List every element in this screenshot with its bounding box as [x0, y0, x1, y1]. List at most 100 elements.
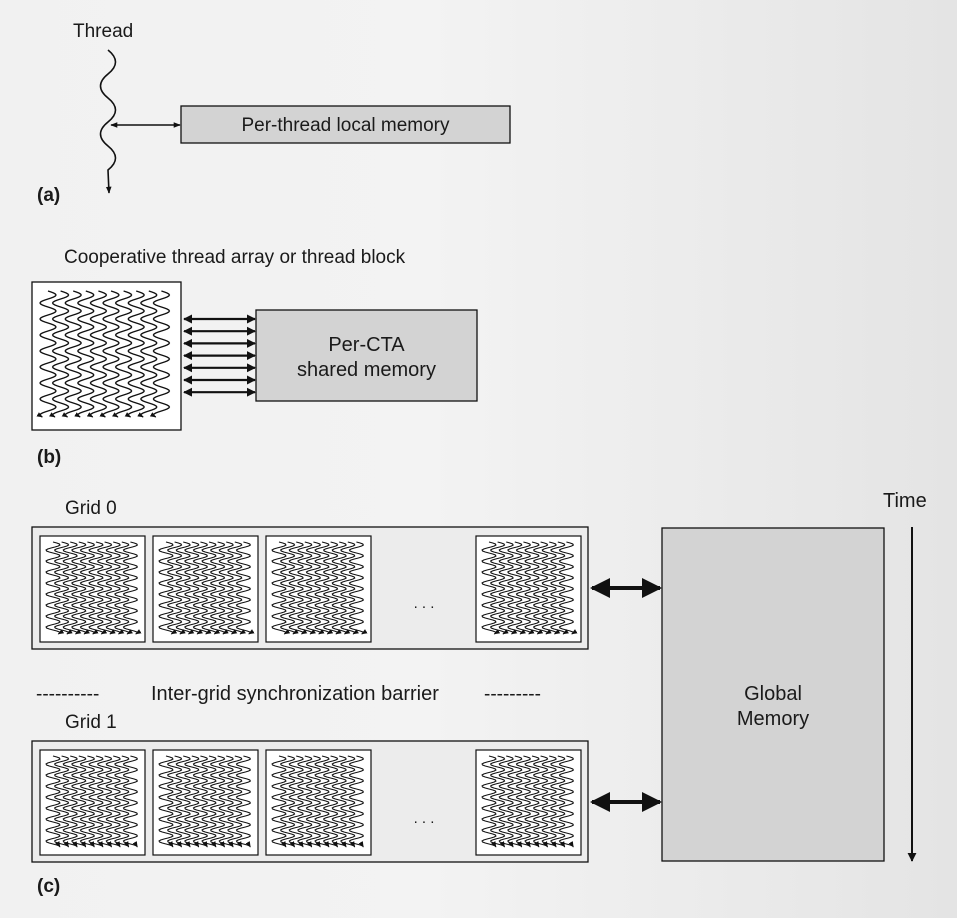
thread-squiggle	[201, 541, 221, 635]
panel-b-label: (b)	[37, 447, 61, 468]
thread-squiggle	[218, 755, 234, 848]
thread-squiggle	[175, 755, 191, 848]
thread-squiggle	[166, 755, 183, 848]
thread-squiggle	[227, 541, 246, 635]
thread-squiggle	[515, 541, 535, 635]
thread-squiggle	[137, 290, 158, 418]
thread-block-box	[475, 535, 582, 643]
thread-squiggle	[297, 541, 316, 635]
thread-squiggle	[49, 290, 70, 418]
thread-squiggle	[79, 541, 99, 635]
thread-squiggle	[489, 541, 509, 635]
thread-squiggle	[105, 541, 125, 635]
thread-squiggle	[507, 541, 526, 635]
global-memory-box	[661, 527, 885, 862]
grid-1-label: Grid 1	[65, 712, 117, 733]
time-label: Time	[883, 490, 927, 512]
thread-squiggle	[305, 541, 325, 635]
thread-block	[152, 535, 259, 643]
thread-squiggle	[331, 541, 351, 635]
panel-c-label: (c)	[37, 876, 60, 897]
thread-squiggle	[86, 290, 108, 418]
thread-squiggle	[99, 49, 117, 194]
grid-1-ellipsis: . . .	[414, 810, 435, 827]
thread-squiggle	[71, 755, 87, 848]
thread-squiggle	[532, 755, 549, 848]
thread-block	[39, 535, 146, 643]
thread-squiggle	[541, 541, 561, 635]
thread-squiggle	[53, 541, 73, 635]
thread-squiggle	[209, 755, 226, 848]
thread-block-threads	[36, 290, 171, 418]
panel-a-label: (a)	[37, 185, 60, 206]
thread-squiggle	[481, 541, 501, 635]
thread-squiggle	[340, 541, 359, 635]
thread-block	[265, 535, 372, 643]
thread-squiggle	[96, 755, 113, 848]
thread-block	[475, 535, 582, 643]
thread-squiggle	[297, 755, 313, 848]
thread-squiggle	[481, 755, 497, 848]
thread-squiggle	[124, 290, 145, 418]
thread-squiggle	[541, 755, 557, 848]
global-memory-line1: Global	[744, 683, 802, 705]
per-thread-local-memory-label: Per-thread local memory	[241, 115, 450, 136]
thread-squiggle	[322, 541, 342, 635]
thread-block-box	[152, 535, 259, 643]
thread-squiggle	[271, 755, 287, 848]
thread-squiggle	[288, 755, 304, 848]
thread-squiggle	[532, 541, 552, 635]
thread-squiggle	[79, 755, 96, 848]
thread-squiggle	[279, 755, 296, 848]
thread-squiggle	[71, 541, 90, 635]
thread-squiggle	[550, 541, 569, 635]
thread-squiggle	[515, 755, 532, 848]
thread-squiggle	[112, 290, 133, 418]
thread-squiggle	[558, 541, 578, 635]
thread-squiggle	[184, 755, 200, 848]
thread-squiggle	[192, 755, 209, 848]
thread-block-box	[265, 535, 372, 643]
thread-squiggle	[149, 290, 171, 418]
thread-block	[39, 749, 146, 856]
global-memory-line2: Memory	[737, 708, 809, 730]
thread-squiggle	[550, 755, 566, 848]
grid-0-ellipsis: . . .	[414, 595, 435, 612]
per-cta-shared-memory-box	[255, 309, 478, 402]
thread-squiggle	[105, 755, 121, 848]
cta-shared-memory-arrows	[183, 314, 256, 397]
thread-squiggle	[498, 541, 518, 635]
thread-squiggle	[192, 541, 212, 635]
thread-squiggle	[498, 755, 514, 848]
per-cta-label-line2: shared memory	[297, 359, 436, 381]
panel-b: Cooperative thread array or thread block…	[31, 247, 478, 468]
thread-squiggle	[62, 755, 78, 848]
thread-squiggle	[524, 755, 540, 848]
thread-squiggle	[45, 541, 65, 635]
thread-squiggle	[235, 541, 255, 635]
thread-squiggle	[524, 541, 544, 635]
thread-squiggle	[74, 290, 95, 418]
thread-squiggle	[279, 541, 299, 635]
thread-squiggle	[88, 755, 104, 848]
thread-squiggle	[99, 290, 120, 418]
thread-squiggle	[158, 755, 174, 848]
thread-squiggle	[158, 541, 178, 635]
grid-0-blocks	[39, 535, 582, 643]
thread-squiggle	[348, 755, 365, 848]
thread-label: Thread	[73, 21, 133, 42]
thread-squiggle	[166, 541, 186, 635]
barrier-label: Inter-grid synchronization barrier	[151, 683, 439, 705]
thread-squiggle	[114, 541, 133, 635]
thread-squiggle	[558, 755, 575, 848]
thread-squiggle	[271, 541, 291, 635]
thread-squiggle	[305, 755, 322, 848]
panel-a: Thread Per-thread local memory (a)	[37, 21, 511, 206]
barrier-dashes-right: ---------	[484, 684, 541, 705]
thread-squiggle	[122, 755, 139, 848]
thread-block	[475, 749, 582, 856]
thread-block-box	[39, 535, 146, 643]
thread-squiggle	[235, 755, 252, 848]
thread-squiggle	[340, 755, 356, 848]
